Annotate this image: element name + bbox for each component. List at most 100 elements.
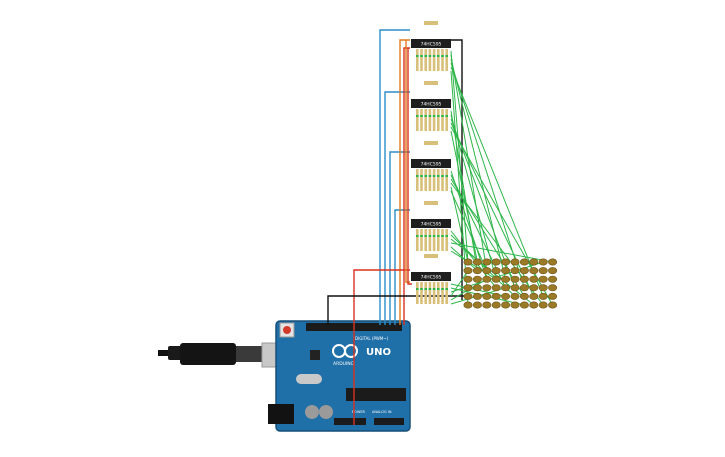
resistor[interactable] [416,169,419,191]
shift-register-chip[interactable] [411,272,451,281]
resistor[interactable] [428,229,432,251]
wire-green[interactable] [450,270,469,297]
resistor[interactable] [424,49,427,71]
wire-red[interactable] [353,269,410,425]
resistor[interactable] [420,109,423,131]
led[interactable] [510,258,520,266]
power-jack-icon[interactable] [268,404,294,424]
wire-red[interactable] [407,48,412,285]
resistor[interactable] [424,109,427,131]
led[interactable] [519,258,529,266]
wire-green[interactable] [450,50,469,263]
led[interactable] [501,284,511,292]
resistor[interactable] [441,282,444,304]
resistor[interactable] [437,49,440,71]
resistor[interactable] [428,109,432,131]
resistor[interactable] [416,282,419,304]
led[interactable] [548,267,558,275]
resistor[interactable] [424,21,438,25]
led[interactable] [529,275,539,283]
resistor[interactable] [420,169,423,191]
resistor[interactable] [437,229,440,251]
resistor[interactable] [441,229,444,251]
led[interactable] [463,301,473,309]
resistor[interactable] [445,282,448,304]
led[interactable] [538,267,548,275]
led[interactable] [529,258,539,266]
led[interactable] [463,258,473,266]
resistor[interactable] [420,282,423,304]
arduino-uno-board[interactable]: UNO ARDUINO DIGITAL (PWM~) POWER ANALOG … [268,320,411,432]
led[interactable] [538,275,548,283]
led[interactable] [482,275,492,283]
wire-green[interactable] [450,58,507,280]
led[interactable] [501,292,511,300]
led[interactable] [529,301,539,309]
resistor[interactable] [441,109,444,131]
led[interactable] [472,267,482,275]
resistor[interactable] [445,49,448,71]
led[interactable] [491,284,501,292]
resistor[interactable] [428,169,432,191]
led[interactable] [482,301,492,309]
wire-green[interactable] [450,250,497,280]
shift-register-chip[interactable] [411,219,451,228]
resistor[interactable] [416,109,419,131]
shift-register-chip[interactable] [411,159,451,168]
shift-register-chip[interactable] [411,99,451,108]
resistor[interactable] [445,169,448,191]
led[interactable] [482,292,492,300]
led[interactable] [510,284,520,292]
resistor[interactable] [441,169,444,191]
resistor[interactable] [424,282,427,304]
wire-blue[interactable] [379,29,410,325]
led[interactable] [510,267,520,275]
resistor[interactable] [424,141,438,145]
led[interactable] [548,258,558,266]
led[interactable] [519,292,529,300]
resistor[interactable] [416,49,419,71]
resistor[interactable] [424,169,427,191]
led[interactable] [538,301,548,309]
led[interactable] [529,292,539,300]
wire-green[interactable] [450,190,488,271]
led[interactable] [501,275,511,283]
led[interactable] [538,292,548,300]
resistor[interactable] [437,109,440,131]
led[interactable] [519,301,529,309]
resistor[interactable] [445,109,448,131]
resistor[interactable] [424,229,427,251]
led[interactable] [472,284,482,292]
led[interactable] [463,284,473,292]
led[interactable] [510,301,520,309]
led[interactable] [463,292,473,300]
wire-black[interactable] [327,295,466,325]
resistor[interactable] [424,81,438,85]
led[interactable] [529,284,539,292]
led[interactable] [501,267,511,275]
resistor[interactable] [432,282,436,304]
led[interactable] [510,275,520,283]
resistor[interactable] [437,169,440,191]
led[interactable] [463,267,473,275]
led[interactable] [519,275,529,283]
resistor[interactable] [424,201,438,205]
led[interactable] [472,301,482,309]
led[interactable] [548,292,558,300]
led[interactable] [538,258,548,266]
resistor[interactable] [416,229,419,251]
wire-blue[interactable] [384,91,410,325]
led[interactable] [472,292,482,300]
led[interactable] [501,301,511,309]
wire-green[interactable] [450,110,478,271]
resistor[interactable] [420,49,423,71]
shift-register-chip[interactable] [411,39,451,48]
resistor[interactable] [428,282,432,304]
led[interactable] [519,267,529,275]
led[interactable] [463,275,473,283]
resistor[interactable] [432,109,436,131]
led[interactable] [548,284,558,292]
led[interactable] [548,301,558,309]
wire-green[interactable] [450,126,554,306]
led[interactable] [491,301,501,309]
